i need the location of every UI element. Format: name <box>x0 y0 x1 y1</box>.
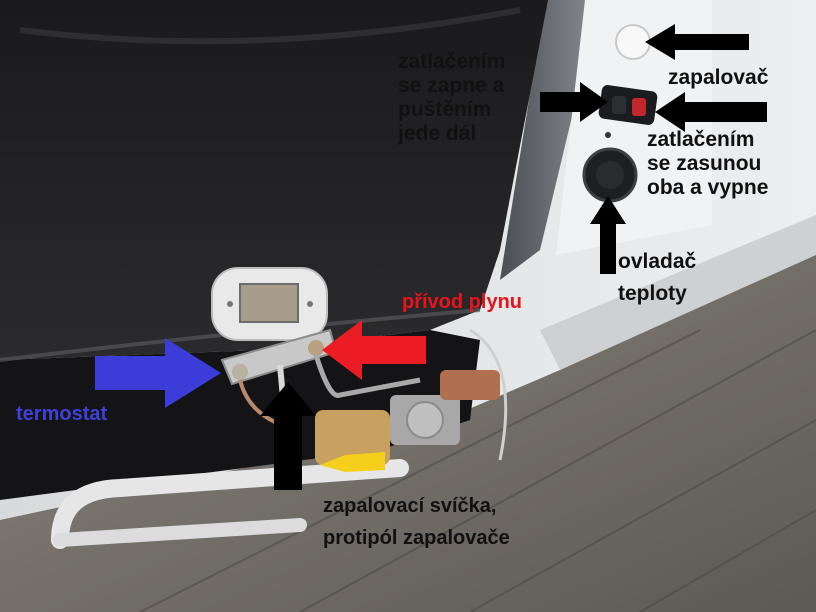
arrow-to-push-button <box>540 82 608 122</box>
label-line: ovladač <box>618 250 697 273</box>
floor <box>0 250 816 612</box>
arrow-spark-plug <box>260 382 316 490</box>
yellow-valve-handle <box>320 452 385 472</box>
valve-block <box>315 410 390 465</box>
label-line: teploty <box>618 282 687 305</box>
label-zapalovac-text: zapalovač <box>668 66 769 89</box>
label-line: zatlačením <box>647 128 755 151</box>
label-termostat: termostat <box>16 402 107 426</box>
label-termostat-text: termostat <box>16 403 108 425</box>
label-zatlacenim-zasunou: zatlačením se zasunou oba a vypne <box>647 128 768 200</box>
label-zapalovaci-svicka: zapalovací svíčka, protipól zapalovače <box>323 490 510 554</box>
label-zatlacenim-zapne: zatlačením se zapne a puštěním jede dál <box>398 50 505 146</box>
arrow-gas-inlet <box>322 320 426 380</box>
label-line: se zapne a <box>398 74 505 97</box>
label-privod-plynu: přívod plynu <box>402 290 522 314</box>
stove-side-panel <box>500 0 600 280</box>
arrow-to-knob <box>590 196 626 274</box>
arrow-to-buttons-right <box>655 92 767 132</box>
label-privod-plynu-text: přívod plynu <box>402 291 522 313</box>
label-line: puštěním <box>398 98 492 121</box>
arrow-to-igniter <box>645 24 749 60</box>
label-ovladac-teploty: ovladač teploty <box>618 246 696 310</box>
stove-body <box>0 0 548 360</box>
label-line: protipól zapalovače <box>323 527 510 549</box>
arrow-thermostat <box>95 338 221 408</box>
label-line: oba a vypne <box>647 176 769 199</box>
label-line: zapalovací svíčka, <box>323 495 497 517</box>
label-zapalovac: zapalovač <box>668 66 768 90</box>
label-line: zatlačením <box>398 50 506 73</box>
label-line: jede dál <box>398 122 477 145</box>
label-line: se zasunou <box>647 152 762 175</box>
